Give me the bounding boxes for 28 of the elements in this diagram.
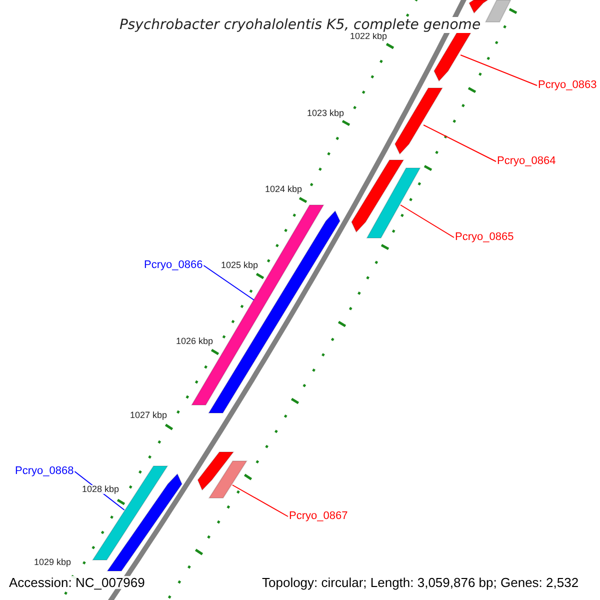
- gene-feature: [106, 473, 182, 572]
- gene-feature: [208, 460, 248, 498]
- gene-feature: [394, 88, 444, 155]
- leader-line: [400, 204, 454, 238]
- tick-label: 1025 kbp: [221, 261, 258, 270]
- gene-label: Pcryo_0868: [15, 466, 74, 477]
- gene-label: Pcryo_0865: [455, 232, 514, 243]
- tick-label: 1028 kbp: [82, 485, 120, 494]
- footer-text: Accession: NC_007969: [9, 576, 145, 589]
- tick-label: 1027 kbp: [130, 411, 168, 420]
- tick-label: 1023 kbp: [307, 109, 344, 118]
- tick-label: 1029 kbp: [34, 558, 72, 567]
- gene-feature: [468, 0, 490, 14]
- gene-label: Pcryo_0863: [538, 80, 597, 91]
- gene-label: Pcryo_0866: [144, 260, 203, 271]
- gene-label: Pcryo_0867: [289, 511, 348, 522]
- footer-text: Topology: circular; Length: 3,059,876 bp; Genes: 2,532: [262, 576, 579, 589]
- tick-label: 1024 kbp: [265, 185, 302, 194]
- leader-line: [203, 265, 254, 300]
- tick-label: 1026 kbp: [176, 337, 214, 346]
- gene-feature: [197, 452, 234, 491]
- gene-label: Pcryo_0864: [497, 156, 556, 167]
- leader-line: [423, 124, 496, 162]
- gene-feature: [484, 0, 512, 22]
- leader-line: [232, 484, 288, 517]
- leader-line: [460, 54, 538, 86]
- gene-feature: [366, 168, 421, 238]
- gene-feature: [351, 160, 404, 233]
